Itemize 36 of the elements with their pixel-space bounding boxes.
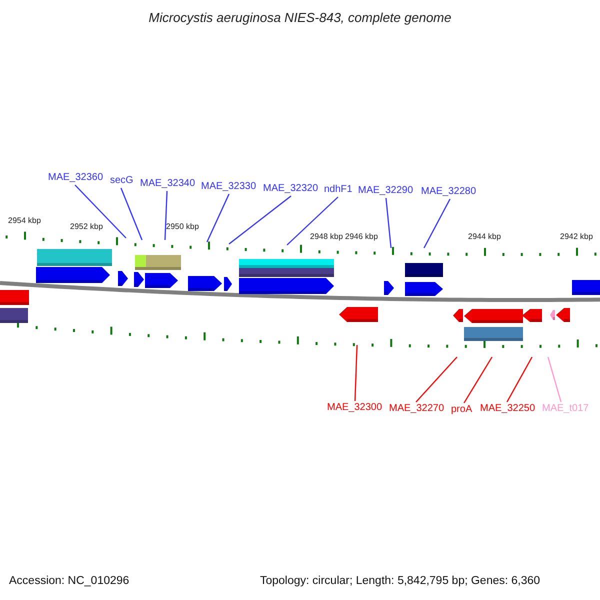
scale-label: 2948 kbp bbox=[310, 232, 343, 241]
gene-label: MAE_32340 bbox=[140, 178, 196, 190]
gene-label: MAE_32280 bbox=[421, 186, 476, 198]
gene-label: MAE_t017 bbox=[542, 403, 589, 415]
leader-line bbox=[286, 196, 338, 246]
scale-label: 2946 kbp bbox=[345, 232, 378, 241]
gene-label: MAE_32270 bbox=[389, 403, 444, 415]
leader-line bbox=[206, 194, 230, 242]
leader-line bbox=[74, 184, 126, 238]
gene-label: MAE_32300 bbox=[327, 402, 382, 414]
leader-line bbox=[228, 196, 292, 244]
gene-label: MAE_32320 bbox=[263, 183, 318, 195]
gene-label: MAE_32330 bbox=[201, 181, 256, 193]
gene-label: MAE_32290 bbox=[358, 185, 414, 197]
leader-line bbox=[385, 198, 392, 248]
scale-label: 2950 kbp bbox=[166, 222, 199, 231]
leader-line bbox=[423, 198, 451, 248]
gene-label: secG bbox=[110, 175, 134, 187]
leader-line bbox=[547, 356, 562, 402]
leader-line bbox=[164, 190, 168, 240]
leader-line bbox=[416, 356, 458, 402]
leader-line bbox=[463, 356, 493, 404]
scale-label: 2954 kbp bbox=[8, 216, 41, 225]
info-text: Accession: NC_010296 bbox=[9, 575, 130, 588]
leader-line bbox=[506, 356, 533, 402]
info-text: Topology: circular; Length: 5,842,795 bp; Genes: 6,360 bbox=[260, 575, 540, 588]
leader-line bbox=[354, 344, 358, 402]
scale-label: 2942 kbp bbox=[560, 232, 593, 241]
leader-line bbox=[120, 188, 143, 240]
chart-title: Microcystis aeruginosa NIES-843, complete genome bbox=[148, 10, 452, 25]
gene-label: MAE_32250 bbox=[480, 403, 536, 415]
gene-label: ndhF1 bbox=[324, 184, 352, 196]
scale-label: 2944 kbp bbox=[468, 232, 501, 241]
gene-label: proA bbox=[451, 404, 472, 416]
gene-label: MAE_32360 bbox=[48, 172, 104, 184]
scale-label: 2952 kbp bbox=[70, 222, 103, 231]
